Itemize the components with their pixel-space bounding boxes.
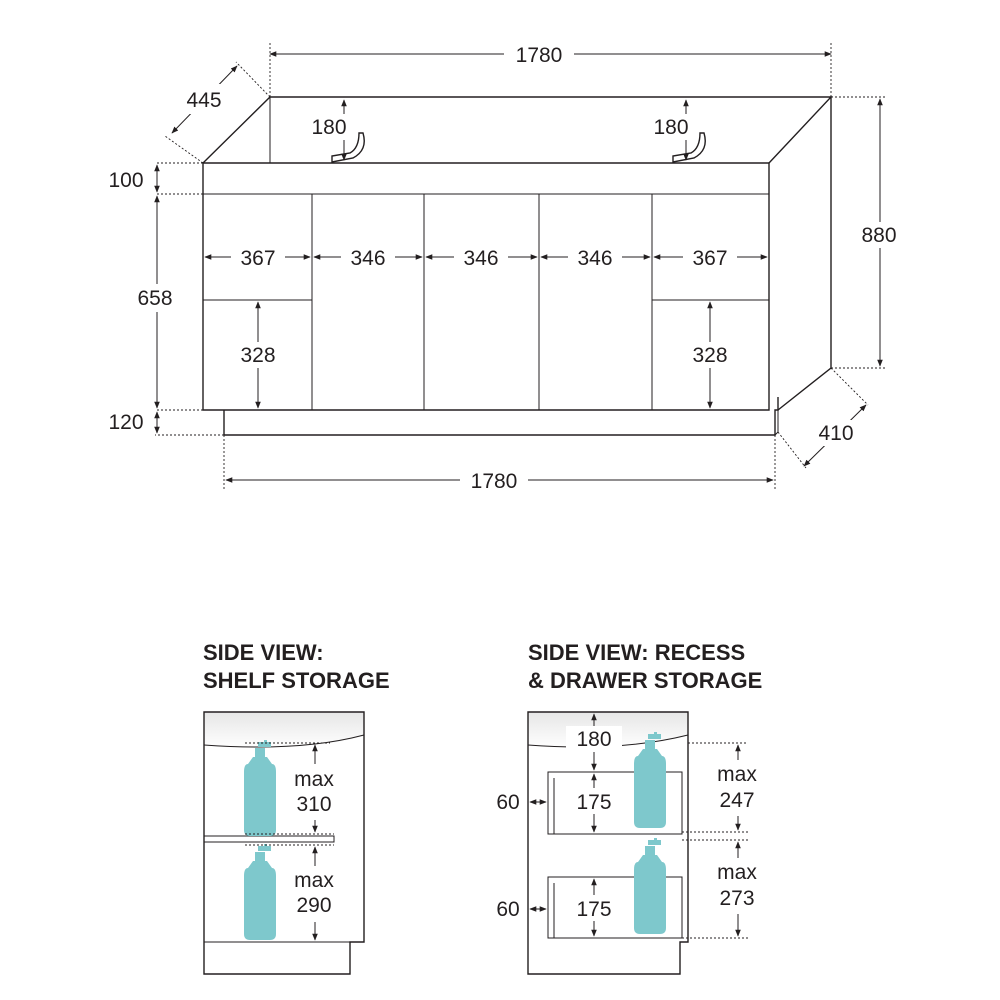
lower-max-value: 273 [719,887,754,910]
shelf-view-title-line2: SHELF STORAGE [203,668,390,693]
door-width-label: 367 [692,247,727,270]
upper-offset-label: 60 [496,791,519,814]
tap-height-left-label: 180 [311,116,346,139]
upper-max-value: 310 [296,793,331,816]
depth-top-label: 445 [186,89,221,112]
drawer-height-right-label: 328 [692,344,727,367]
lower-offset-label: 60 [496,898,519,921]
extension-lines [155,42,885,490]
tap-height-right-label: 180 [653,116,688,139]
kick-depth-label: 410 [818,422,853,445]
upper-max-label: max [294,768,334,791]
cabinet-side-outline [527,711,689,975]
lower-drawer-height-label: 175 [576,898,611,921]
basin-height-label: 180 [576,728,611,751]
drawer-height-left-label: 328 [240,344,275,367]
shelf [203,835,335,843]
door-height-label: 658 [137,287,172,310]
drawer-side-view: SIDE VIEW: RECESS & DRAWER STORAGE 180 1… [496,640,764,975]
upper-max-value: 247 [719,789,754,812]
kick-height-label: 120 [108,411,143,434]
dimension-labels: 1780 445 180 180 100 658 120 880 367 346… [108,44,896,493]
door-width-label: 346 [463,247,498,270]
door-width-label: 346 [350,247,385,270]
bottle-icon [634,838,666,934]
width-bottom-label: 1780 [471,470,518,493]
shelf-view-title-line1: SIDE VIEW: [203,640,324,665]
drawer-view-title-line2: & DRAWER STORAGE [528,668,762,693]
upper-max-label: max [717,763,757,786]
door-width-label: 346 [577,247,612,270]
door-width-label: 367 [240,247,275,270]
drawer-view-title-line1: SIDE VIEW: RECESS [528,640,745,665]
upper-drawer-height-label: 175 [576,791,611,814]
basin-curve [203,734,365,748]
top-panel-height-label: 100 [108,169,143,192]
shelf-side-view: SIDE VIEW: SHELF STORAGE max 310 max 290 [203,640,390,975]
front-view: 1780 445 180 180 100 658 120 880 367 346… [100,42,908,494]
basin-shape [204,712,364,749]
bottle-icon [244,740,276,836]
lower-max-label: max [717,861,757,884]
total-height-label: 880 [861,224,896,247]
bottle-icon [244,844,276,940]
bottle-icon [634,732,666,828]
width-top-label: 1780 [516,44,563,67]
cabinet-side-outline [203,711,365,975]
lower-max-label: max [294,869,334,892]
lower-max-value: 290 [296,894,331,917]
label-gaps [100,42,908,494]
